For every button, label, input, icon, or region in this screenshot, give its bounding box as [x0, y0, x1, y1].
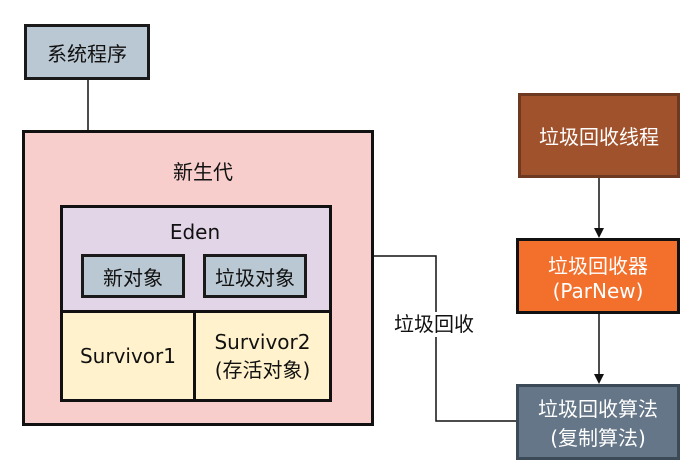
new-object-label: 新对象 — [103, 265, 163, 290]
eden-label: Eden — [169, 220, 221, 244]
survivor1-label: Survivor1 — [79, 344, 176, 368]
gc-collector-label: 垃圾回收器 — [548, 253, 648, 278]
garbage-object-node: 垃圾对象 — [203, 254, 307, 298]
gc-thread-node: 垃圾回收线程 — [518, 93, 680, 178]
survivor2-node: Survivor2 (存活对象) — [193, 310, 332, 402]
new-object-node: 新对象 — [81, 254, 185, 298]
system-program-node: 系统程序 — [24, 24, 150, 80]
survivor2-sublabel: (存活对象) — [214, 357, 311, 382]
gc-collector-node: 垃圾回收器 (ParNew) — [516, 238, 680, 314]
gc-collector-sublabel: (ParNew) — [552, 278, 644, 303]
gc-thread-label: 垃圾回收线程 — [539, 125, 659, 149]
gc-algorithm-label: 垃圾回收算法 — [538, 397, 658, 421]
gc-algorithm-node: 垃圾回收算法 (复制算法) — [516, 384, 680, 460]
system-program-label: 系统程序 — [47, 41, 127, 66]
gc-edge-label: 垃圾回收 — [392, 312, 476, 337]
gc-algorithm-sublabel: (复制算法) — [550, 426, 646, 450]
garbage-object-label: 垃圾对象 — [215, 265, 295, 290]
young-generation-label: 新生代 — [173, 160, 233, 184]
survivor2-label: Survivor2 — [214, 329, 311, 354]
survivor1-node: Survivor1 — [60, 310, 196, 402]
